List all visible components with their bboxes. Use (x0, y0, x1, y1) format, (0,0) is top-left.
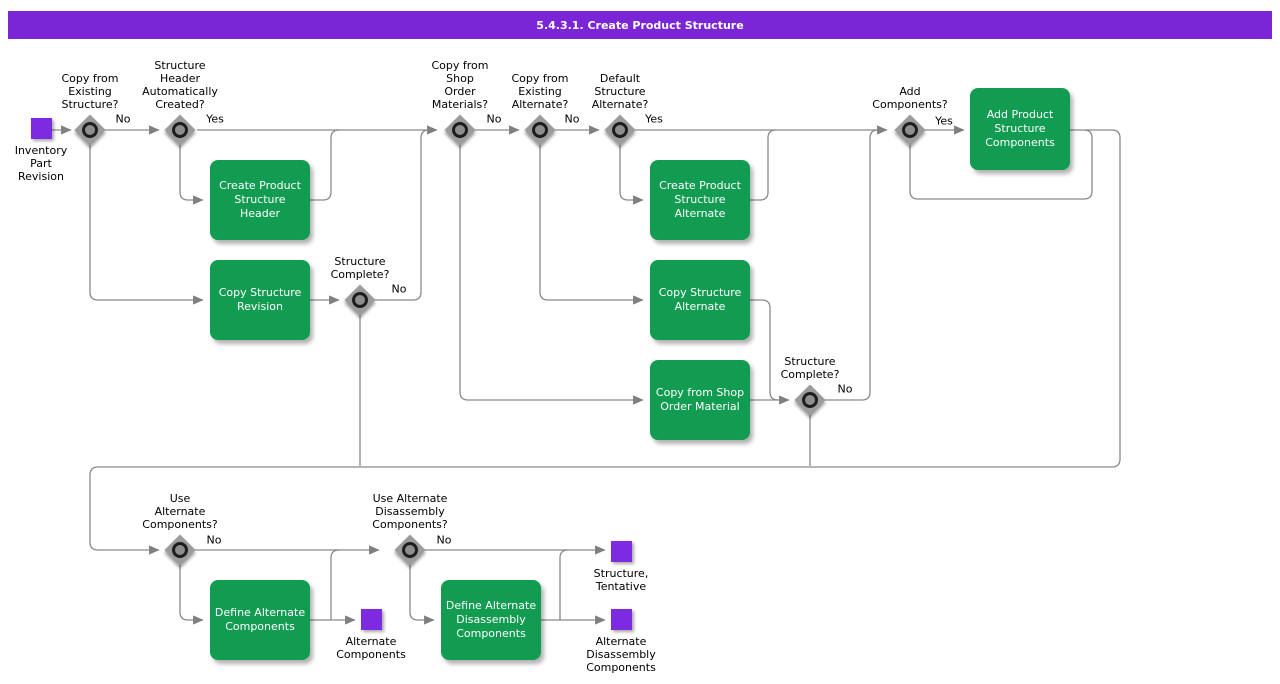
define-alternate-disassembly-components-activity[interactable]: Define Alternate Disassembly Components (441, 580, 541, 660)
use-alternate-components-decision (163, 533, 197, 567)
copy-from-existing-structure-label: Copy from Existing Structure? (61, 72, 119, 111)
flow-connector (310, 129, 340, 201)
use-alternate-disassembly-components-label: Use Alternate Disassembly Components? (372, 492, 448, 531)
create-product-structure-header-activity[interactable]: Create Product Structure Header (210, 160, 310, 240)
copy-structure-revision-activity[interactable]: Copy Structure Revision (210, 260, 310, 340)
flow-connector (559, 549, 569, 620)
copy-from-existing-structure-decision (73, 113, 107, 147)
structure-complete-2-label: Structure Complete? (780, 355, 840, 381)
inventory-part-revision-label: Inventory Part Revision (14, 144, 68, 183)
flow-connector (179, 145, 204, 205)
add-components-label: Add Components? (872, 85, 948, 111)
no-after-structure-complete-2-edge-label: No (837, 382, 853, 396)
yes-after-structure-header-automatically-created-edge-label: Yes (206, 112, 224, 126)
add-product-structure-components-activity[interactable]: Add Product Structure Components (970, 88, 1070, 170)
flow-connector (750, 129, 777, 201)
page-title: 5.4.3.1. Create Product Structure (536, 18, 744, 32)
copy-from-existing-alternate-decision (523, 113, 557, 147)
flow-connector (330, 549, 340, 620)
structure-tentative-label: Structure, Tentative (593, 567, 649, 593)
no-after-use-alternate-components-edge-label: No (206, 533, 222, 547)
flow-connector (179, 565, 204, 625)
no-after-copy-from-existing-alternate-edge-label: No (564, 112, 580, 126)
decision-circle-icon (902, 122, 918, 138)
structure-complete-2-decision (793, 383, 827, 417)
decision-circle-icon (612, 122, 628, 138)
decision-circle-icon (82, 122, 98, 138)
decision-circle-icon (452, 122, 468, 138)
use-alternate-disassembly-components-decision (393, 533, 427, 567)
decision-circle-icon (532, 122, 548, 138)
default-structure-alternate-label: Default Structure Alternate? (591, 72, 649, 111)
flow-connector (89, 129, 1121, 555)
flow-connector (909, 129, 1093, 200)
flow-connector (539, 145, 644, 305)
decision-circle-icon (172, 122, 188, 138)
decision-circle-icon (172, 542, 188, 558)
structure-complete-1-decision (343, 283, 377, 317)
flow-connector (89, 145, 204, 305)
diagram-title-bar: 5.4.3.1. Create Product Structure (8, 11, 1272, 39)
copy-from-shop-order-materials-decision (443, 113, 477, 147)
alternate-disassembly-components-store[interactable] (611, 609, 632, 630)
alternate-disassembly-components-label: Alternate Disassembly Components (586, 635, 656, 674)
flow-connector (375, 129, 430, 301)
yes-after-add-components-edge-label: Yes (935, 114, 953, 128)
alternate-components-label: Alternate Components (336, 635, 406, 661)
default-structure-alternate-decision (603, 113, 637, 147)
yes-after-default-structure-alternate-edge-label: Yes (645, 112, 663, 126)
decision-circle-icon (802, 392, 818, 408)
use-alternate-components-label: Use Alternate Components? (142, 492, 218, 531)
copy-structure-alternate-activity[interactable]: Copy Structure Alternate (650, 260, 750, 340)
structure-complete-1-label: Structure Complete? (330, 255, 390, 281)
decision-circle-icon (402, 542, 418, 558)
copy-from-existing-alternate-label: Copy from Existing Alternate? (511, 72, 569, 111)
structure-tentative-store[interactable] (611, 541, 632, 562)
define-alternate-components-activity[interactable]: Define Alternate Components (210, 580, 310, 660)
decision-circle-icon (352, 292, 368, 308)
flow-connector (825, 129, 879, 401)
flow-connector (409, 565, 435, 625)
flow-connector (619, 145, 644, 205)
structure-header-automatically-created-label: Structure Header Automatically Created? (142, 59, 218, 111)
alternate-components-store[interactable] (361, 609, 382, 630)
no-after-use-alternate-disassembly-components-edge-label: No (436, 533, 452, 547)
create-product-structure-alternate-activity[interactable]: Create Product Structure Alternate (650, 160, 750, 240)
no-after-copy-from-existing-structure-edge-label: No (115, 112, 131, 126)
inventory-part-revision-store[interactable] (31, 118, 52, 139)
structure-header-automatically-created-decision (163, 113, 197, 147)
add-components-decision (893, 113, 927, 147)
flow-connector (459, 145, 644, 405)
no-after-structure-complete-1-edge-label: No (391, 282, 407, 296)
copy-from-shop-order-materials-label: Copy from Shop Order Materials? (431, 59, 489, 111)
no-after-copy-from-shop-order-materials-edge-label: No (486, 112, 502, 126)
flow-connector (750, 299, 779, 401)
copy-from-shop-order-material-activity[interactable]: Copy from Shop Order Material (650, 360, 750, 440)
